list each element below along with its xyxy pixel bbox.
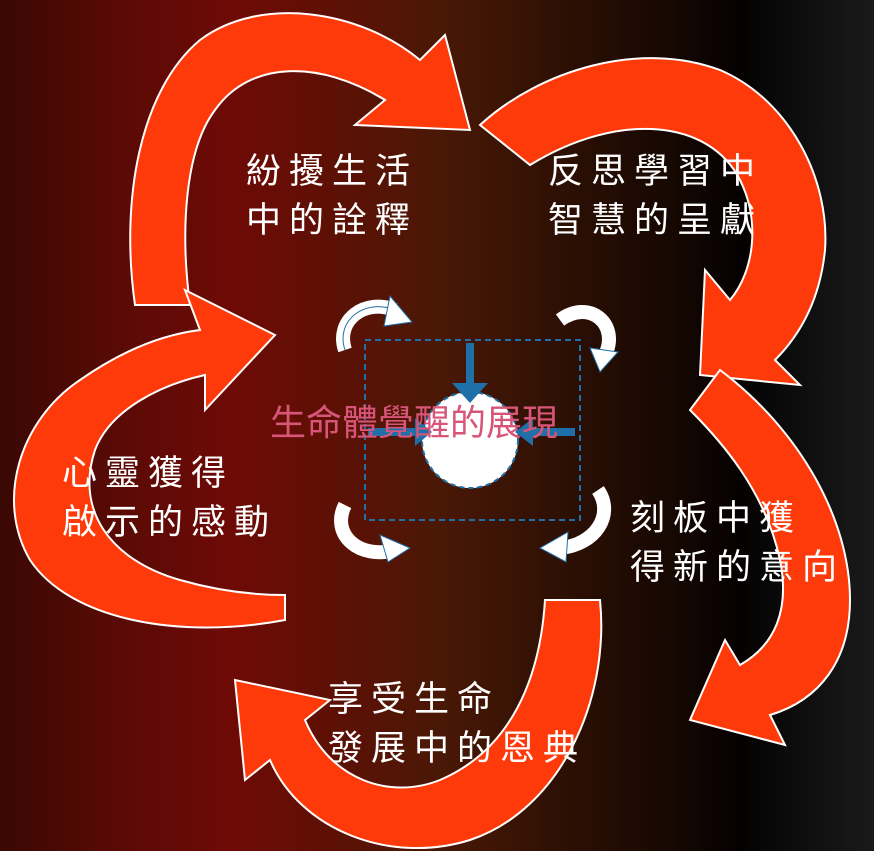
inward-arrow-top bbox=[452, 343, 488, 403]
stage-label-line: 得新的意向 bbox=[630, 548, 846, 588]
cycle-arrow-top-left bbox=[129, 12, 472, 306]
stage-label-line: 心靈獲得 bbox=[62, 454, 235, 494]
stage-label-line: 刻板中獲 bbox=[630, 499, 803, 539]
center-title: 生命體覺醒的展現 bbox=[270, 403, 559, 444]
stage-label-top-left: 紛擾生活 中的詮釋 bbox=[246, 148, 418, 246]
cycle-arrow-left bbox=[13, 287, 286, 629]
stage-label-line: 享受生命 bbox=[328, 680, 501, 720]
stage-label-top-right: 反思學習中 智慧的呈獻 bbox=[548, 148, 763, 246]
stage-label-line: 啟示的感動 bbox=[62, 503, 278, 543]
stage-label-line: 中的詮釋 bbox=[246, 201, 419, 241]
cycle-arrow-right bbox=[688, 368, 852, 747]
cycle-arrow-bottom bbox=[233, 599, 603, 850]
stage-label-bottom: 享受生命 發展中的恩典 bbox=[328, 676, 586, 774]
circular-arrow-bottom-right bbox=[538, 486, 612, 563]
inward-arrow-right bbox=[515, 418, 575, 446]
stage-label-line: 發展中的恩典 bbox=[328, 729, 587, 769]
stage-label-right: 刻板中獲 得新的意向 bbox=[630, 495, 845, 593]
circular-arrow-top-right bbox=[555, 305, 619, 373]
stage-label-line: 紛擾生活 bbox=[246, 152, 419, 192]
cycle-arrow-top-right bbox=[478, 57, 827, 387]
center-box bbox=[364, 339, 581, 521]
stage-label-left: 心靈獲得 啟示的感動 bbox=[62, 450, 277, 548]
circular-arrow-top-left bbox=[336, 294, 413, 353]
inward-arrow-left bbox=[368, 418, 432, 446]
stage-label-line: 反思學習中 bbox=[548, 152, 764, 192]
circular-arrow-bottom-left bbox=[334, 501, 412, 563]
stage-label-line: 智慧的呈獻 bbox=[548, 201, 764, 241]
